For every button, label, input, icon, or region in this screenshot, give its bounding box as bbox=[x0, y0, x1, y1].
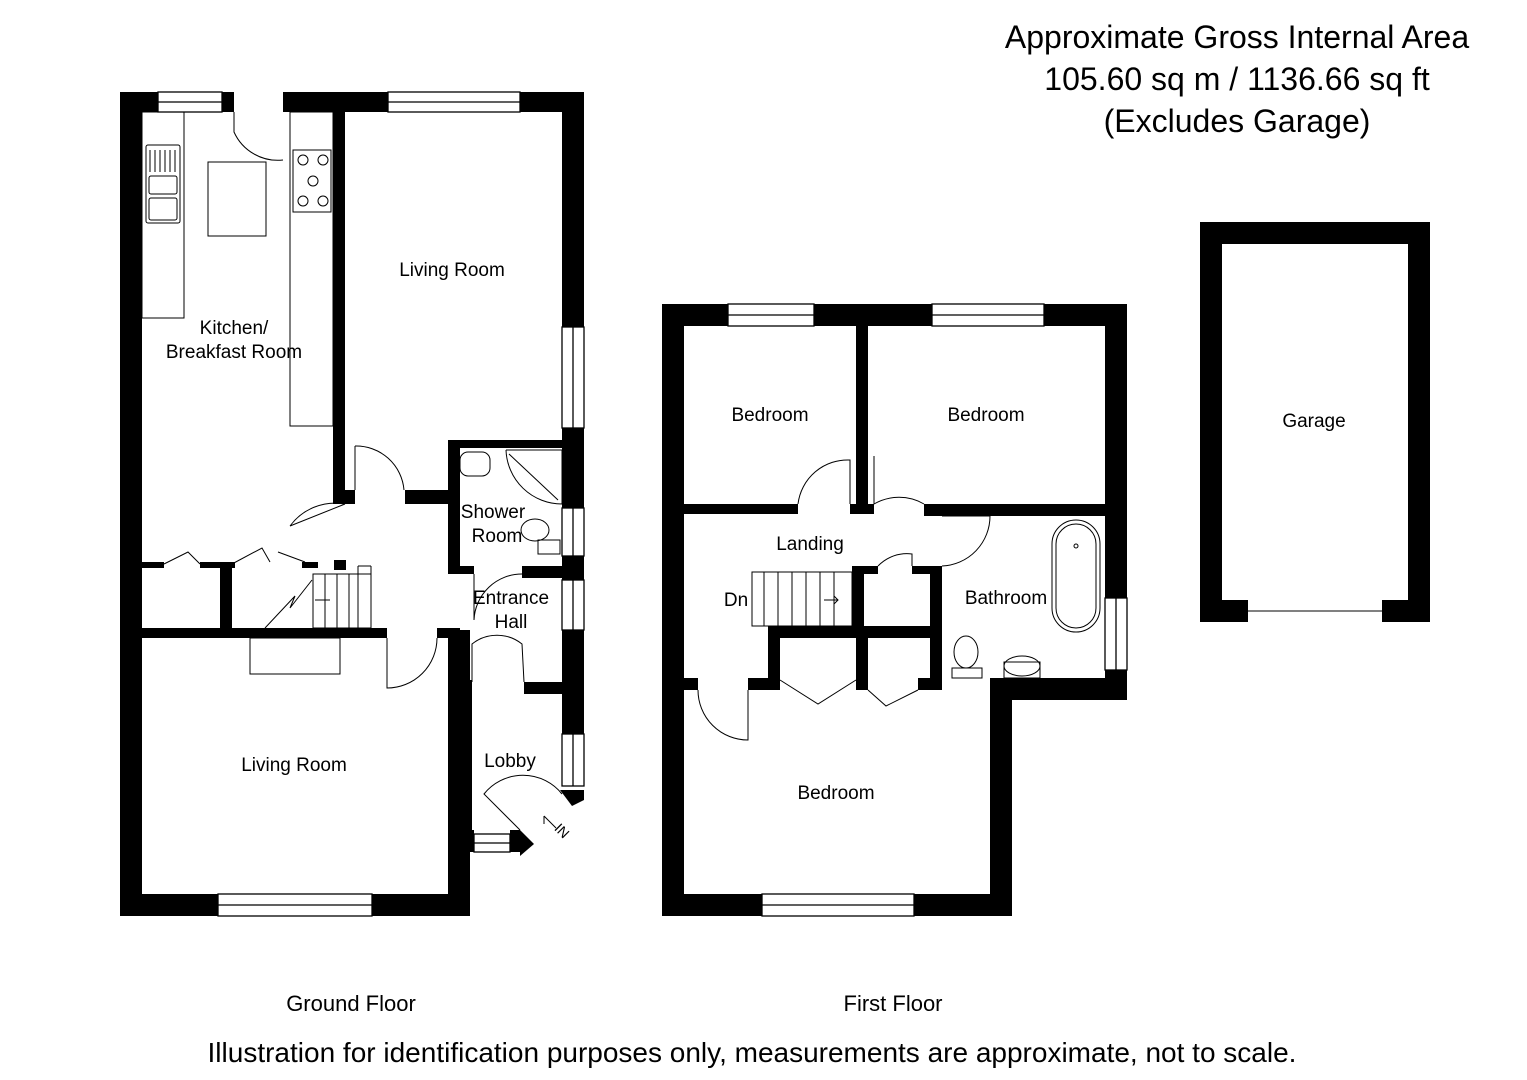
bathroom-label: Bathroom bbox=[965, 588, 1047, 609]
first-floor-plan: Bedroom Bedroom Landing Dn Bathroom Bedr… bbox=[662, 303, 1128, 1016]
garage-label: Garage bbox=[1282, 411, 1345, 432]
kitchen-label-line1: Kitchen/ bbox=[200, 318, 269, 339]
first-floor-fixtures bbox=[697, 456, 1101, 741]
area-title: Approximate Gross Internal Area bbox=[1005, 19, 1469, 55]
gross-internal-area-block: Approximate Gross Internal Area 105.60 s… bbox=[1005, 19, 1469, 139]
living-room-rear-label: Living Room bbox=[399, 260, 505, 281]
ground-floor-fixtures bbox=[141, 111, 563, 831]
first-floor-walls bbox=[662, 304, 1127, 916]
bedroom-1-label: Bedroom bbox=[731, 405, 808, 426]
entrance-marker: IN bbox=[552, 820, 573, 841]
entrance-hall-label-line2: Hall bbox=[495, 612, 528, 633]
landing-label: Landing bbox=[776, 534, 844, 555]
area-value: 105.60 sq m / 1136.66 sq ft bbox=[1044, 61, 1430, 97]
area-note: (Excludes Garage) bbox=[1104, 103, 1371, 139]
shower-room-label-line1: Shower bbox=[461, 502, 526, 523]
first-floor-label: First Floor bbox=[844, 991, 943, 1016]
ground-floor-windows bbox=[157, 91, 585, 917]
bedroom-2-label: Bedroom bbox=[947, 405, 1024, 426]
garage-walls bbox=[1200, 222, 1430, 622]
kitchen-label-line2: Breakfast Room bbox=[166, 342, 302, 363]
lobby-label: Lobby bbox=[484, 751, 536, 772]
garage-plan: Garage bbox=[1200, 222, 1430, 622]
entrance-hall-label-line1: Entrance bbox=[473, 588, 549, 609]
shower-room-label-line2: Room bbox=[472, 526, 523, 547]
ground-floor-walls bbox=[120, 92, 584, 916]
stairs-down-label: Dn bbox=[724, 590, 748, 611]
ground-floor-plan: Kitchen/ Breakfast Room Living Room Show… bbox=[120, 91, 585, 1016]
first-floor-windows bbox=[727, 303, 1128, 917]
ground-floor-label: Ground Floor bbox=[286, 991, 416, 1016]
bedroom-3-label: Bedroom bbox=[797, 783, 874, 804]
disclaimer: Illustration for identification purposes… bbox=[208, 1037, 1297, 1068]
living-room-front-label: Living Room bbox=[241, 755, 347, 776]
